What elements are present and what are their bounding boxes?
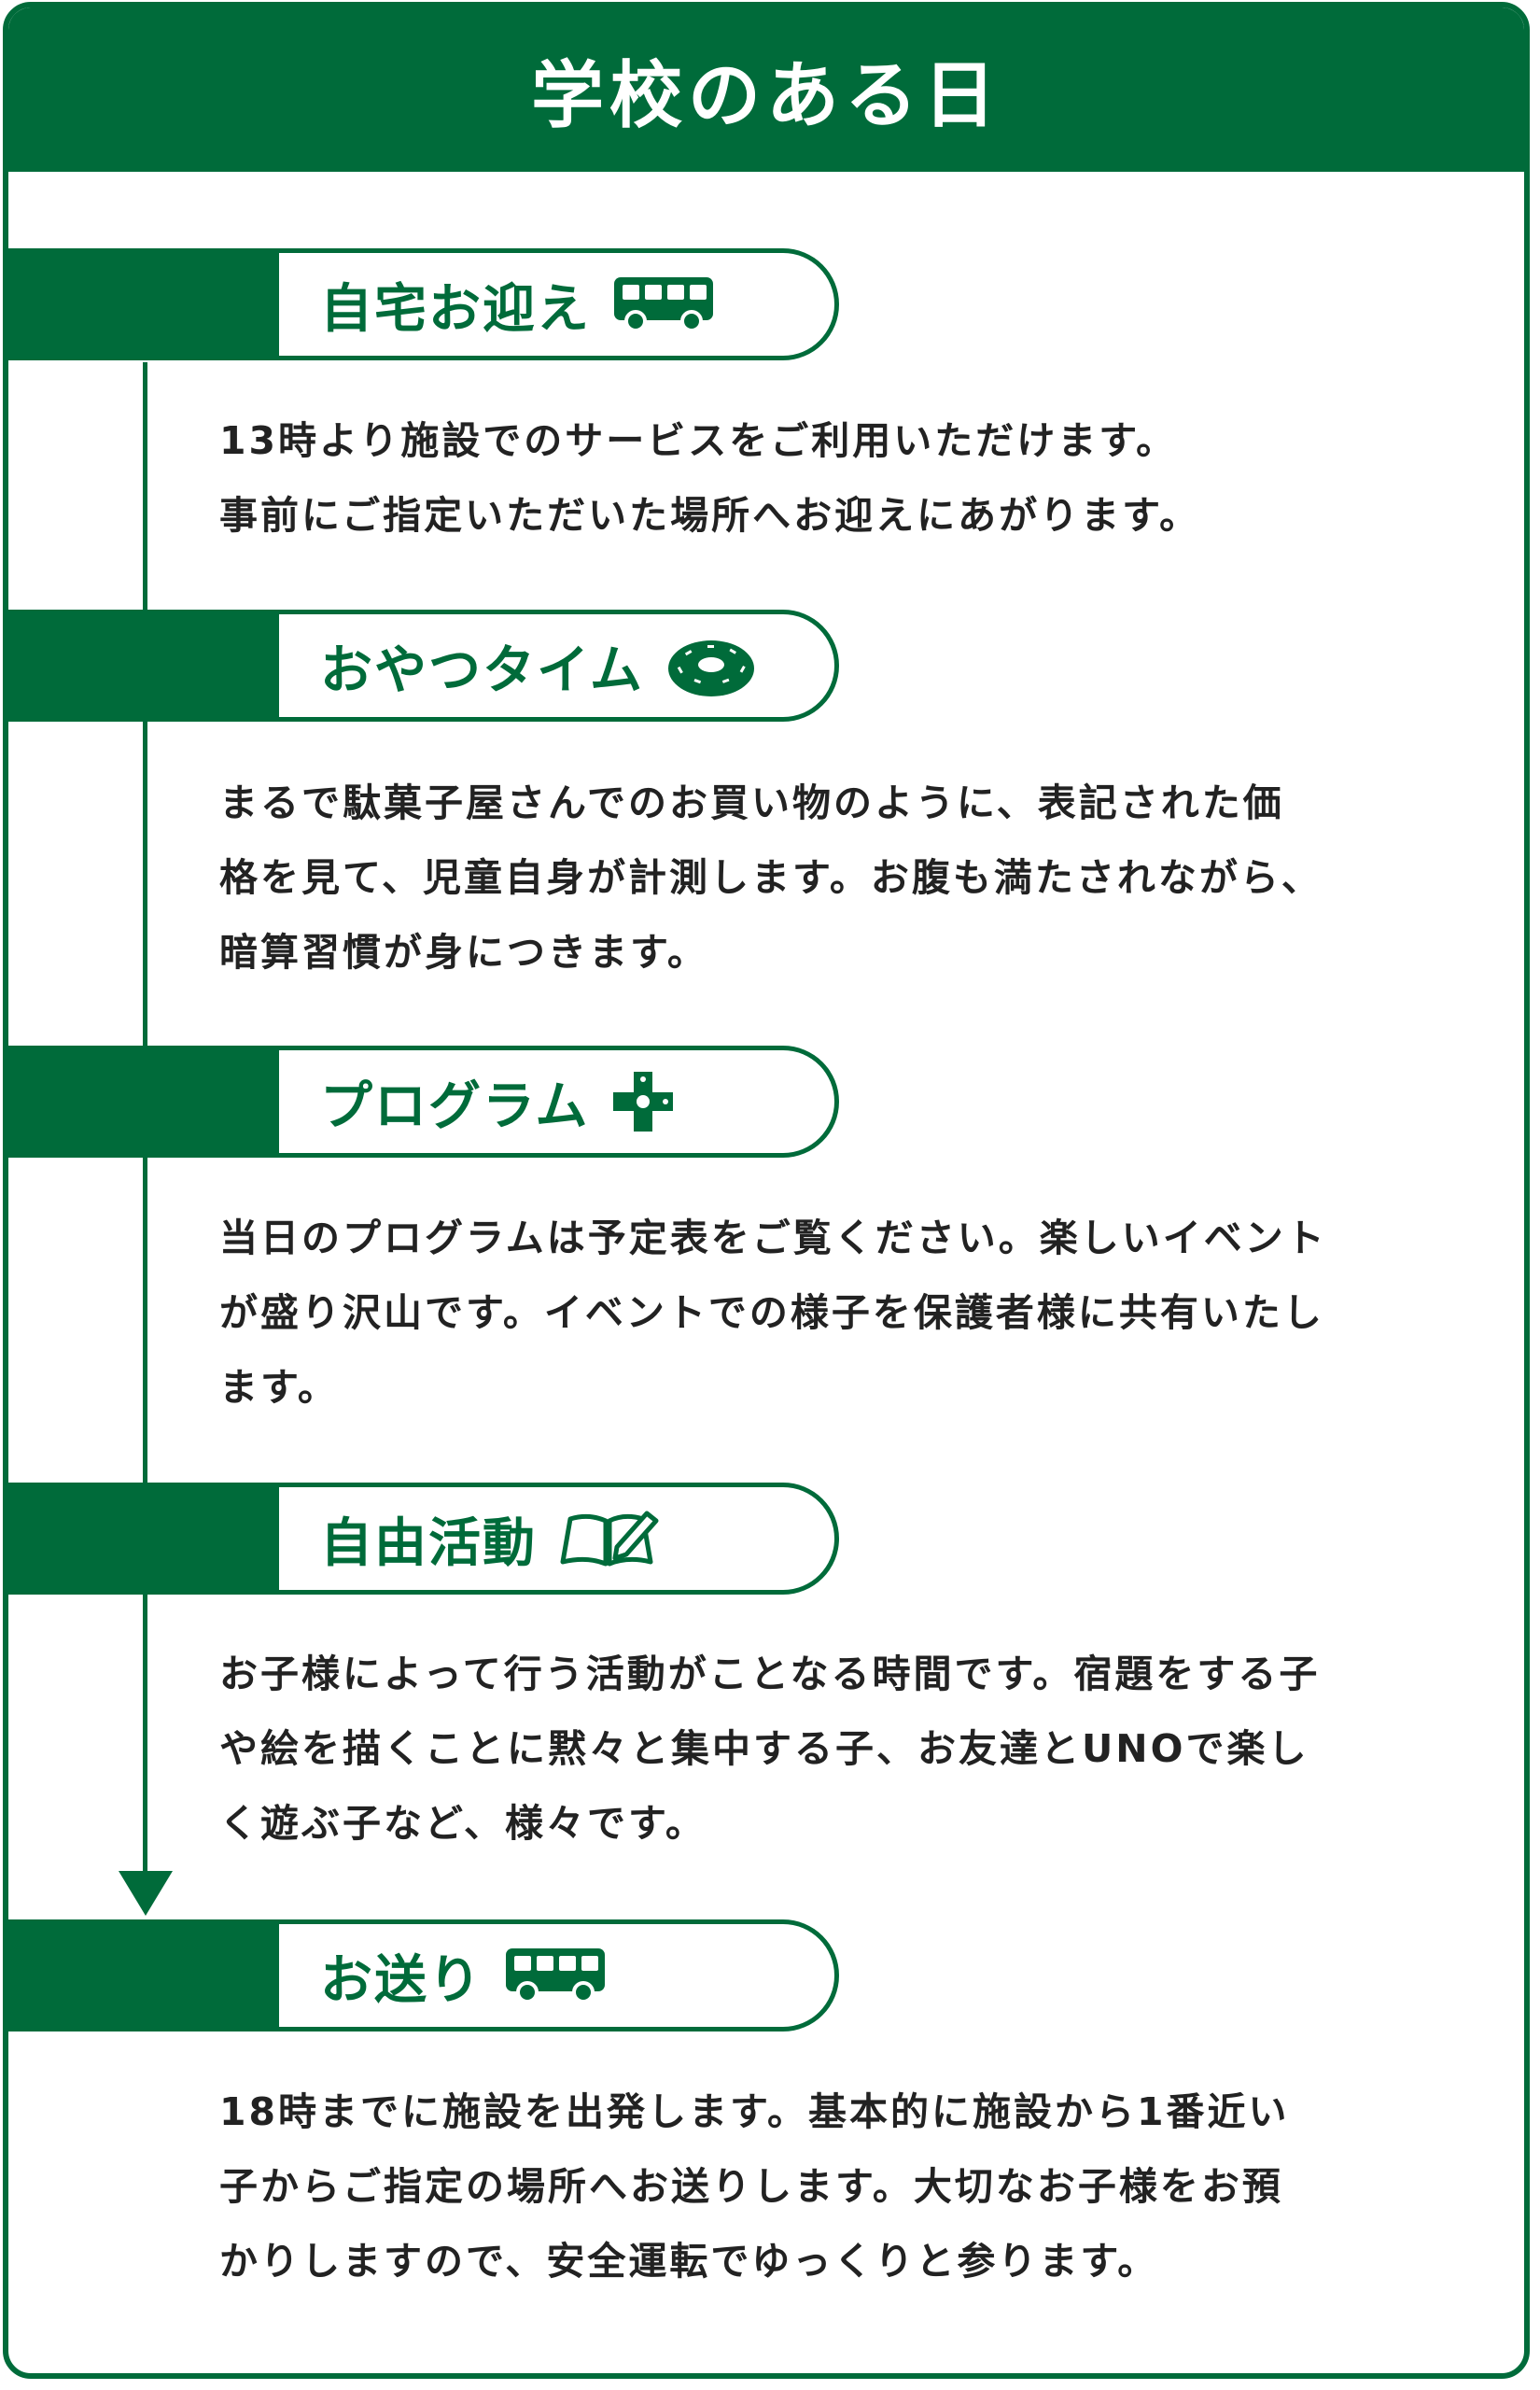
book-pencil-icon xyxy=(557,1506,660,1571)
puzzle-plus-icon xyxy=(609,1068,677,1135)
bus-icon xyxy=(503,1946,608,2005)
description-line: が盛り沢山です。イベントでの様子を保護者様に共有いたし xyxy=(219,1290,1324,1335)
section-heading: プログラム xyxy=(279,1046,839,1158)
description-line: まるで駄菓子屋さんでのお買い物のように、表記された価 xyxy=(219,780,1284,825)
section-title: お送り xyxy=(320,1949,483,2011)
description-line: 13時より施設でのサービスをご利用いただけます。 xyxy=(219,418,1178,463)
section-title: 自宅お迎え xyxy=(320,278,591,340)
description-line: 18時までに施設を出発します。基本的に施設から1番近い xyxy=(219,2089,1290,2134)
section-bar xyxy=(8,610,288,722)
description-line: 事前にご指定いただいた場所へお迎えにあがります。 xyxy=(219,493,1201,538)
section-heading: おやつタイム xyxy=(279,610,839,722)
description-line: お子様によって行う活動がことなる時間です。宿題をする子 xyxy=(219,1652,1321,1696)
section-description: お子様によって行う活動がことなる時間です。宿題をする子 や絵を描くことに黙々と集… xyxy=(219,1637,1461,1861)
section-description: 13時より施設でのサービスをご利用いただけます。 事前にご指定いただいた場所へお… xyxy=(219,403,1461,553)
description-line: く遊ぶ子など、様々です。 xyxy=(219,1801,707,1846)
description-line: や絵を描くことに黙々と集中する子、お友達とUNOで楽し xyxy=(219,1726,1309,1771)
donut-icon xyxy=(665,633,758,698)
section-bar xyxy=(8,1919,288,2032)
section-description: 18時までに施設を出発します。基本的に施設から1番近い 子からご指定の場所へお送… xyxy=(219,2074,1461,2299)
section-description: 当日のプログラムは予定表をご覧ください。楽しいイベント が盛り沢山です。イベント… xyxy=(219,1201,1461,1425)
section-title: プログラム xyxy=(320,1076,590,1137)
description-line: 暗算習慣が身につきます。 xyxy=(219,930,708,975)
header-banner: 学校のある日 xyxy=(8,7,1524,172)
section-bar xyxy=(8,248,288,360)
section-description: まるで駄菓子屋さんでのお買い物のように、表記された価 格を見て、児童自身が計測し… xyxy=(219,766,1461,990)
section-heading: 自宅お迎え xyxy=(279,248,839,360)
section-title: 自由活動 xyxy=(320,1512,537,1574)
description-line: 格を見て、児童自身が計測します。お腹も満たされながら、 xyxy=(219,855,1323,900)
description-line: かりしますので、安全運転でゆっくりと参ります。 xyxy=(219,2239,1159,2284)
section-title: おやつタイム xyxy=(320,640,644,701)
section-heading: 自由活動 xyxy=(279,1483,839,1595)
description-line: 当日のプログラムは予定表をご覧ください。楽しいイベント xyxy=(219,1216,1327,1260)
page-title: 学校のある日 xyxy=(530,54,1001,138)
section-bar xyxy=(8,1046,288,1158)
description-line: 子からご指定の場所へお送りします。大切なお子様をお預 xyxy=(219,2164,1283,2209)
timeline-arrow-icon xyxy=(119,1871,173,1916)
section-bar xyxy=(8,1483,288,1595)
bus-icon xyxy=(611,274,716,334)
section-heading: お送り xyxy=(279,1919,839,2032)
schedule-card: 学校のある日 自宅お迎え 13時より施設でのサービスをご利用いただけます。 事 xyxy=(3,2,1530,2379)
description-line: ます。 xyxy=(219,1365,339,1410)
